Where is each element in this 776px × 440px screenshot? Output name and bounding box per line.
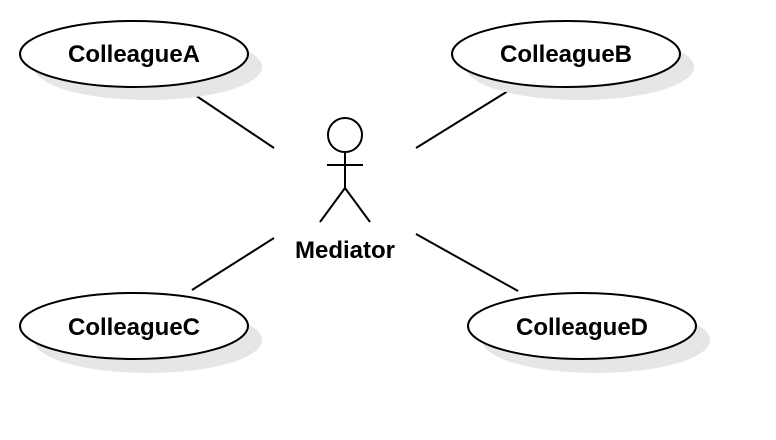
use-case-colleague-b[interactable]: ColleagueB [451, 20, 694, 100]
use-case-label: ColleagueC [68, 314, 200, 341]
actor-left-leg [319, 187, 346, 223]
use-case-colleague-a[interactable]: ColleagueA [19, 20, 262, 100]
use-case-colleague-c[interactable]: ColleagueC [19, 292, 262, 373]
actor-mediator[interactable]: Mediator [295, 117, 395, 264]
use-case-label: ColleagueA [68, 41, 200, 68]
actor-head [327, 117, 363, 153]
association-colleague-b [415, 90, 509, 149]
association-colleague-a [188, 90, 275, 149]
use-case-ellipse [451, 20, 681, 88]
use-case-label: ColleagueD [516, 314, 648, 341]
association-colleague-c [191, 237, 275, 291]
actor-label: Mediator [295, 237, 395, 264]
use-case-colleague-d[interactable]: ColleagueD [467, 292, 710, 373]
use-case-ellipse [467, 292, 697, 360]
stick-figure-icon [319, 117, 371, 223]
use-case-label: ColleagueB [500, 41, 632, 68]
association-colleague-d [415, 233, 519, 292]
actor-right-leg [344, 187, 371, 223]
use-case-ellipse [19, 20, 249, 88]
use-case-ellipse [19, 292, 249, 360]
